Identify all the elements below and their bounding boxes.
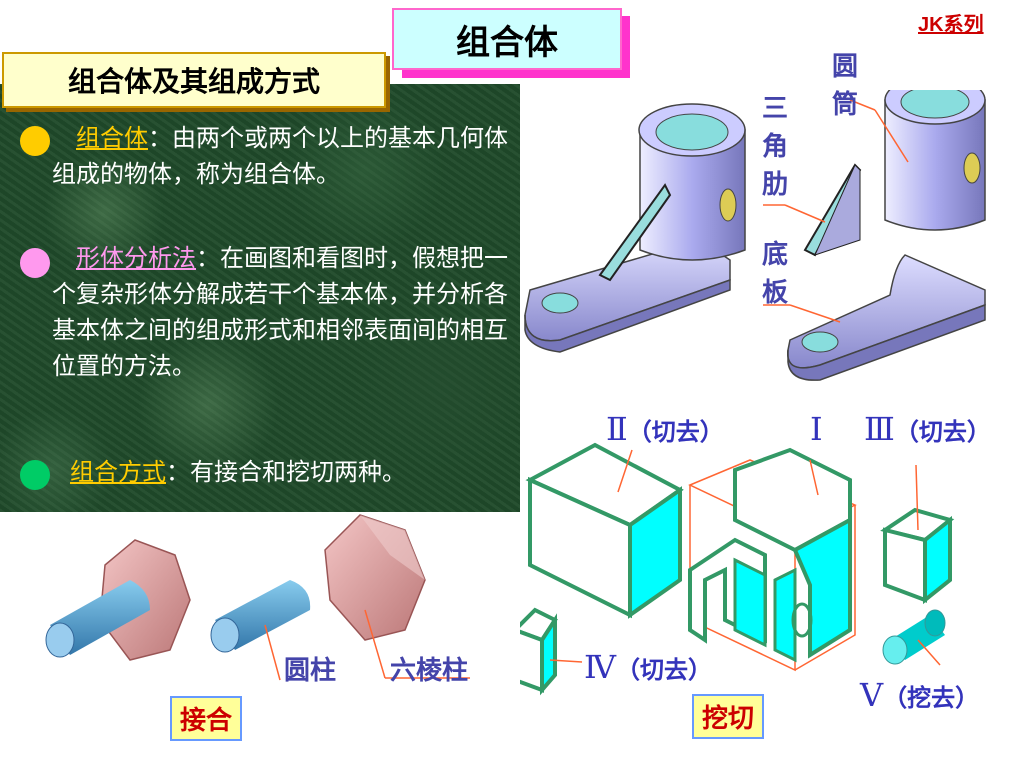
term-shape-analysis: 形体分析法 [76,244,196,272]
top-diagram [524,90,986,381]
label-part-2: Ⅱ（切去） [606,410,724,448]
part-2-note: （切去） [627,418,724,446]
assembled-part [524,103,746,353]
method-cut-label: 挖切 [692,694,765,739]
part-5-note: （挖去） [883,684,980,712]
cylinder-part [210,580,311,653]
label-part-3: Ⅲ（切去） [864,410,991,448]
text-panel: 组合体：由两个或两个以上的基本几何体组成的物体，称为组合体。 形体分析法：在画图… [0,84,520,512]
bullet-icon [20,126,50,156]
label-cylinder: 圆筒 [831,52,858,120]
method-text: ：在画图和看图时，假想把一个复杂形体分解成若干个基本体，并分析各基本体之间的组成… [52,244,508,380]
part-5-numeral: Ⅴ [860,676,884,714]
part-4-numeral: Ⅳ [584,648,616,686]
label-rib: 三角肋 [761,94,788,200]
bullet-icon [20,248,50,278]
composition-text: ：有接合和挖切两种。 [166,458,406,486]
cut-part-5 [882,609,946,665]
method-join-label: 接合 [170,696,243,741]
assembled-bolt [45,539,191,661]
bullet-icon [20,460,50,490]
definition-paragraph: 组合体：由两个或两个以上的基本几何体组成的物体，称为组合体。 [52,120,512,192]
main-part-1 [688,447,857,672]
label-base: 底板 [761,240,788,308]
label-cylinder-rod: 圆柱 [284,656,337,686]
part-3-note: （切去） [894,418,991,446]
term-combination-body: 组合体 [76,124,148,152]
part-4-note: （切去） [615,656,712,684]
combination-diagram [45,514,470,681]
label-part-1: Ⅰ [810,410,823,448]
hex-prism-part [324,514,426,641]
page-title: 组合体 [392,8,622,70]
definition-text: ：由两个或两个以上的基本几何体组成的物体，称为组合体。 [52,124,508,188]
label-hex-prism: 六棱柱 [390,656,469,686]
series-link[interactable]: JK系列 [918,14,984,36]
method-paragraph: 形体分析法：在画图和看图时，假想把一个复杂形体分解成若干个基本体，并分析各基本体… [52,240,512,384]
cut-part-4 [520,607,558,696]
composition-paragraph: 组合方式：有接合和挖切两种。 [70,454,520,490]
label-part-5: Ⅴ（挖去） [860,676,979,714]
cutting-diagram [520,442,955,696]
label-part-4: Ⅳ（切去） [584,648,712,686]
part-3-numeral: Ⅲ [864,410,895,448]
part-2-numeral: Ⅱ [606,410,628,448]
term-composition-mode: 组合方式 [70,458,166,486]
section-subtitle: 组合体及其组成方式 [2,52,386,108]
exploded-parts [763,90,986,381]
cut-part-2 [525,442,684,619]
